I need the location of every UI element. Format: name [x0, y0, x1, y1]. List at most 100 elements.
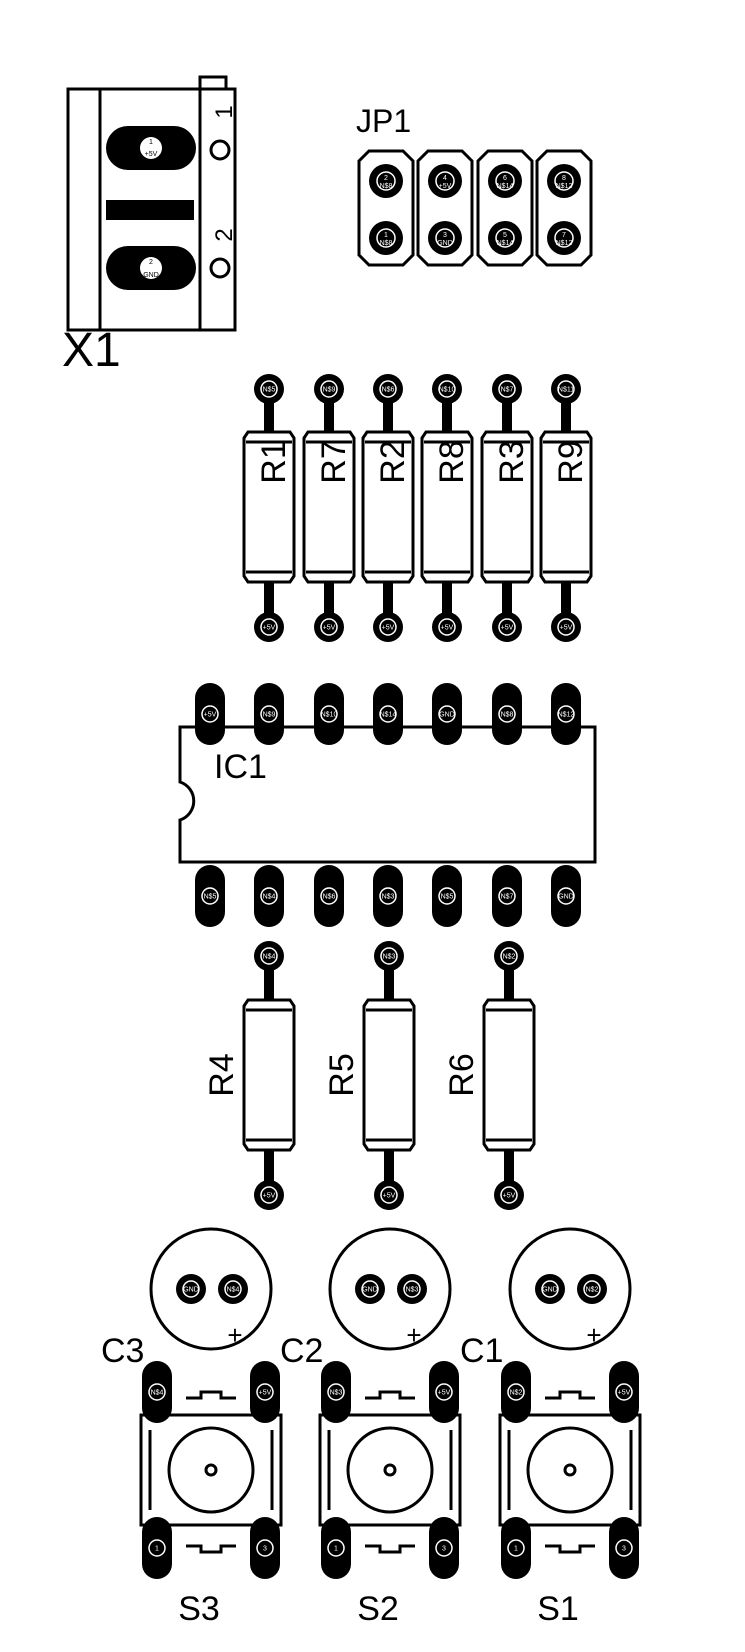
ic1-pin-top-label: N$8: [501, 712, 514, 719]
resistor-designator: R8: [433, 440, 471, 483]
ic1-pin-bottom-label: N$4: [263, 894, 276, 901]
resistor-pad-top: N$4: [254, 941, 284, 971]
switch-pad-label: 3: [442, 1546, 446, 1553]
resistor-pad-top-label: N$9: [323, 387, 336, 394]
switch-pad-label: 3: [263, 1546, 267, 1553]
ic1-pin-bottom-label: N$7: [501, 894, 514, 901]
x1-pad-2: 2 GND: [106, 246, 196, 290]
svg-text:GND: GND: [143, 272, 159, 279]
switch-pad: N$2: [501, 1361, 531, 1423]
jp1-pad-number: 6: [503, 175, 507, 182]
ic1-pin-top-label: +5V: [204, 712, 217, 719]
switch-pad-label: +5V: [618, 1390, 631, 1397]
capacitor-pad-positive-label: N$4: [227, 1287, 240, 1294]
jp1-pad-label: N$14: [497, 240, 514, 247]
resistor-pad-bottom: +5V: [373, 612, 403, 642]
ic1-pin-top: N$8: [492, 683, 522, 745]
jp1-pad-number: 2: [384, 175, 388, 182]
resistor-pad-bottom: +5V: [254, 612, 284, 642]
capacitor-pad-negative: GND: [176, 1274, 206, 1304]
switch-pad: 1: [142, 1517, 172, 1579]
resistor-pad-bottom: +5V: [492, 612, 522, 642]
resistor-pad-top-label: N$2: [503, 954, 516, 961]
ic1-pin-bottom: N$5: [432, 865, 462, 927]
jp1-pad: 7N$12: [547, 221, 581, 255]
capacitor-pad-negative-label: GND: [362, 1287, 378, 1294]
capacitor-pad-negative-label: GND: [542, 1287, 558, 1294]
ic1-pin-top: GND: [432, 683, 462, 745]
resistor-pad-top: N$9: [314, 374, 344, 404]
resistor-pad-bottom-label: +5V: [441, 625, 454, 632]
jp1-pad: 1N$8: [369, 221, 403, 255]
resistor-designator: R5: [323, 1053, 361, 1096]
switch-actuator: [346, 1426, 434, 1514]
jp1-designator: JP1: [356, 103, 411, 139]
capacitor-designator: C3: [101, 1332, 144, 1370]
ic1-pin-bottom: N$4: [254, 865, 284, 927]
switch-designator: S3: [178, 1590, 220, 1628]
resistor-pad-top: N$6: [373, 374, 403, 404]
resistor-r4: N$4 +5V R4: [203, 941, 296, 1210]
resistor-pad-top: N$2: [494, 941, 524, 971]
svg-text:+5V: +5V: [145, 151, 158, 158]
switch-actuator: [167, 1426, 255, 1514]
jp1-pad-number: 7: [562, 232, 566, 239]
x1-designator: X1: [62, 324, 121, 377]
jp1-pad: 2N$8: [369, 164, 403, 198]
switch-pad: 1: [501, 1517, 531, 1579]
resistor-pad-bottom: +5V: [314, 612, 344, 642]
x1-pin-number-1: 1: [211, 105, 238, 118]
x1-pin-number-2: 2: [211, 228, 238, 241]
resistor-designator: R2: [374, 440, 412, 483]
ic1-pin-bottom: N$7: [492, 865, 522, 927]
switch-pad: +5V: [250, 1361, 280, 1423]
switch-pad-label: 1: [514, 1546, 518, 1553]
resistor-r8: N$10 +5V R8: [420, 374, 474, 642]
switch-pad: +5V: [429, 1361, 459, 1423]
resistor-pad-top: N$7: [492, 374, 522, 404]
svg-text:2: 2: [149, 259, 153, 266]
ic1-pin-bottom-label: N$6: [323, 894, 336, 901]
capacitor-pad-negative-label: GND: [183, 1287, 199, 1294]
switch-pad-label: N$4: [151, 1390, 164, 1397]
resistor-pad-top-label: N$4: [263, 954, 276, 961]
resistor-designator: R6: [443, 1053, 481, 1096]
x1-pin-marker-2: [209, 257, 231, 279]
jp1-pad-label: +5V: [439, 183, 452, 190]
switch-pad-label: 1: [155, 1546, 159, 1553]
capacitor-pad-positive-label: N$3: [406, 1287, 419, 1294]
resistor-pad-top: N$10: [432, 374, 462, 404]
capacitor-pad-positive: N$2: [577, 1274, 607, 1304]
resistor-pad-top: N$5: [254, 374, 284, 404]
jp1-pad: 5N$14: [488, 221, 522, 255]
capacitor-pad-negative: GND: [355, 1274, 385, 1304]
switch-pad: 3: [250, 1517, 280, 1579]
switch-designator: S1: [537, 1590, 579, 1628]
resistor-pad-bottom: +5V: [254, 1180, 284, 1210]
switch-pad-label: N$3: [330, 1390, 343, 1397]
ic1-pin-top: N$14: [373, 683, 403, 745]
ic1-pin-bottom-label: N$5: [204, 894, 217, 901]
jp1-pad: 8N$12: [547, 164, 581, 198]
resistor-pad-top-label: N$11: [558, 387, 574, 394]
ic1-pin-bottom: N$6: [314, 865, 344, 927]
jp1-pad-label: GND: [437, 240, 453, 247]
jp1-pad-label: N$8: [380, 183, 393, 190]
switch-actuator: [526, 1426, 614, 1514]
jp1-pad: 6N$14: [488, 164, 522, 198]
capacitor-pad-positive: N$4: [218, 1274, 248, 1304]
ic1-pin-bottom-label: N$3: [382, 894, 395, 901]
capacitor-pad-positive-label: N$2: [586, 1287, 599, 1294]
switch-pad-label: +5V: [259, 1390, 272, 1397]
ic1-pin-top: N$9: [254, 683, 284, 745]
resistor-designator: R4: [203, 1053, 241, 1096]
jp1-cell: 8N$12 7N$12: [535, 149, 593, 267]
